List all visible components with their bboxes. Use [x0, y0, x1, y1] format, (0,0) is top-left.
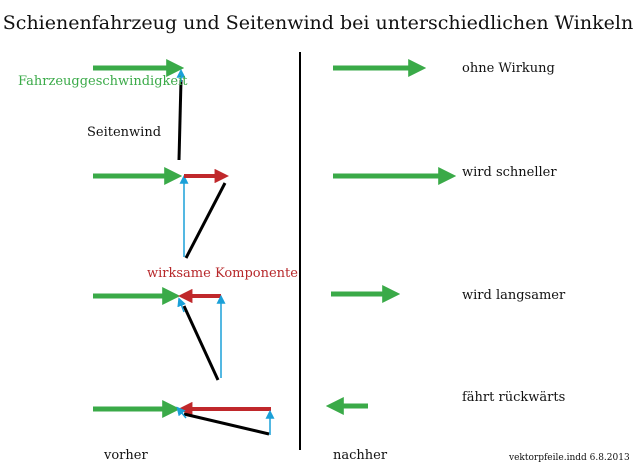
label-vehicle-speed: Fahrzeuggeschwindigkeit — [18, 74, 188, 89]
result-label-4: fährt rückwärts — [462, 390, 566, 405]
projection-marker-4 — [176, 406, 187, 419]
side-wind-line-1 — [177, 79, 183, 161]
projection-marker-3 — [177, 297, 186, 313]
label-after: nachher — [333, 448, 388, 463]
side-wind-line-3 — [182, 305, 220, 381]
diagram-title: Schienenfahrzeug und Seitenwind bei unte… — [2, 12, 634, 34]
footer-file-info: vektorpfeile.indd 6.8.2013 — [509, 453, 630, 463]
side-wind-line-4 — [183, 412, 270, 436]
label-effective-component: wirksame Komponente — [147, 266, 298, 281]
result-label-2: wird schneller — [462, 165, 557, 180]
result-label-3: wird langsamer — [462, 288, 566, 303]
side-wind-line-2 — [184, 182, 227, 259]
label-side-wind: Seitenwind — [87, 125, 162, 140]
label-before: vorher — [104, 448, 148, 463]
result-label-1: ohne Wirkung — [462, 61, 555, 76]
